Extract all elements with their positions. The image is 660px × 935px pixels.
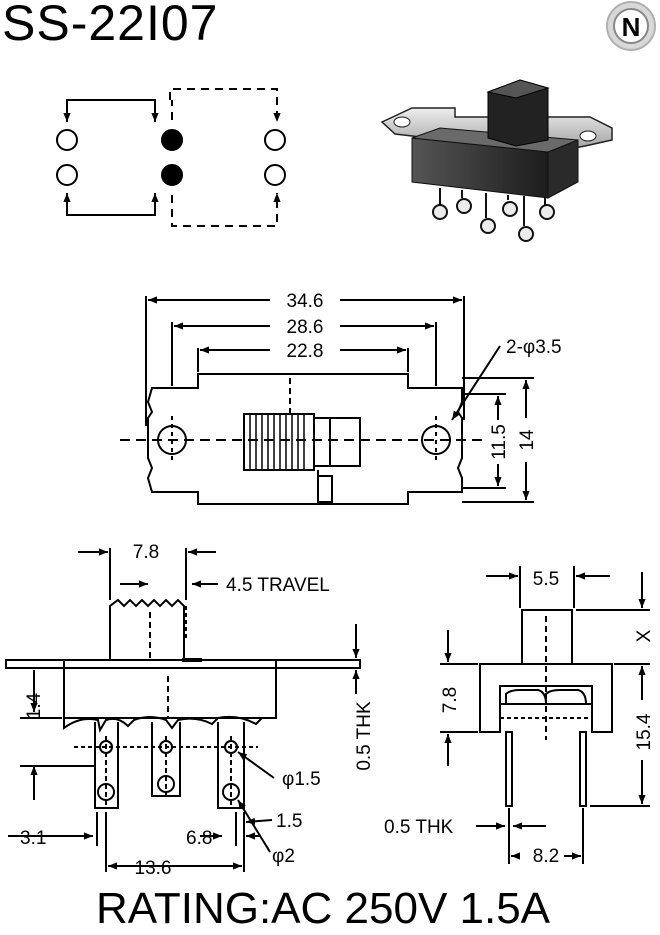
switch-schematic	[56, 88, 286, 227]
brand-logo: N	[606, 1, 656, 51]
dim-travel: 4.5 TRAVEL	[226, 575, 330, 596]
dim-inner-height: 11.5	[489, 424, 510, 460]
dim-body-height: 15.4	[634, 713, 655, 750]
dim-pin-thickness: 0.5 THK	[384, 817, 454, 838]
dim-side-knob-width: 5.5	[533, 569, 559, 590]
dim-overall-height: 14	[517, 429, 538, 451]
dim-lug-offset: 1.4	[24, 692, 45, 719]
dim-knob-width: 7.8	[133, 542, 159, 563]
dim-edge-offset: 3.1	[20, 828, 46, 849]
dim-body-width: 22.8	[287, 341, 324, 362]
top-view-drawing	[120, 296, 534, 505]
rating-label: RATING:AC 250V 1.5A	[96, 884, 551, 933]
dim-pin-pitch: 8.2	[533, 846, 559, 867]
front-view-drawing	[5, 548, 361, 872]
switch-3d-illustration	[380, 79, 613, 242]
dim-overall-width: 34.6	[287, 291, 324, 312]
dim-lug-width: 1.5	[276, 811, 302, 832]
dim-lug-span: 13.6	[135, 858, 172, 879]
dim-lug-pitch: 6.8	[186, 828, 212, 849]
dim-lug-hole: φ1.5	[282, 769, 321, 790]
dim-pin-hole: φ2	[272, 846, 295, 867]
dim-plate-thickness: 0.5 THK	[354, 701, 375, 771]
dim-mount-holes: 2-φ3.5	[506, 337, 562, 358]
dim-frame-height: 7.8	[440, 687, 461, 713]
side-view-drawing	[440, 566, 650, 864]
dim-knob-height: X	[634, 629, 655, 642]
logo-letter: N	[622, 12, 641, 42]
dim-mount-hole-pitch: 28.6	[287, 317, 324, 338]
part-number-title: SS-22I07	[2, 0, 219, 51]
